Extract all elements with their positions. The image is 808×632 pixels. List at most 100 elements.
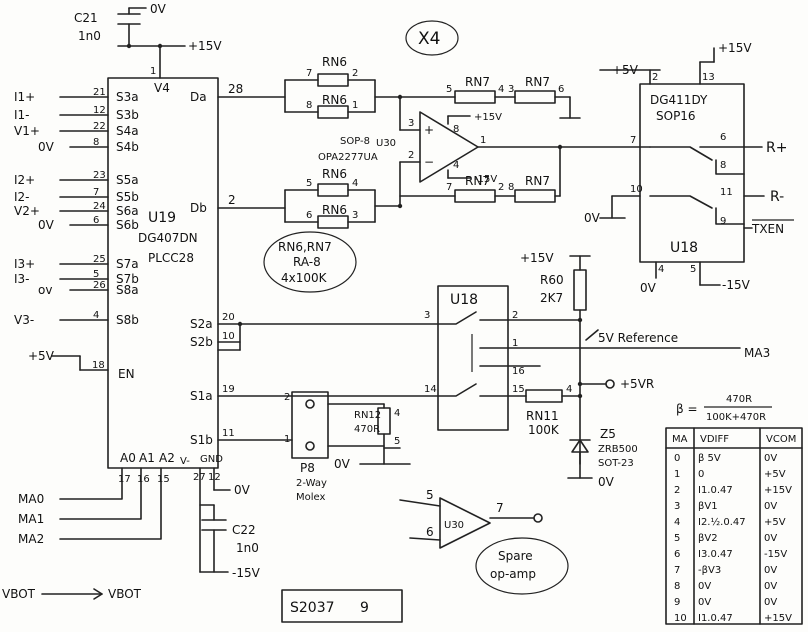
- opamp-sop8: SOP-8: [340, 136, 370, 147]
- u18-mid-pin-15: 15: [512, 384, 525, 395]
- u18-top-15v: +15V: [718, 41, 752, 55]
- u18-top-part: DG411DY: [650, 93, 708, 107]
- rn7-top-chain: RN7 RN7 5 4 3 6: [399, 75, 581, 119]
- rn6-pin-3: 3: [352, 210, 358, 221]
- u19-input-label: S3a: [116, 90, 139, 104]
- u19-input-label: S4b: [116, 140, 139, 154]
- spare-name: U30: [444, 520, 464, 531]
- rn-note-cloud: RN6,RN7 RA-8 4x100K: [263, 231, 357, 293]
- vbot-link: VBOT VBOT: [2, 587, 142, 601]
- u19-v4-label: V4: [154, 81, 170, 95]
- x4-label: X4: [418, 29, 440, 49]
- sheet-code: S2037: [290, 600, 335, 616]
- u18-top-name: U18: [670, 240, 698, 256]
- opamp-part: OPA2277UA: [318, 152, 378, 163]
- u19-gnd: GND: [200, 454, 223, 465]
- u19-address-pin: 15: [157, 474, 170, 485]
- u19-input-signal: V3-: [14, 313, 34, 327]
- table-cell: 5: [674, 533, 680, 544]
- ma0-label: MA0: [18, 492, 44, 506]
- table-cell: 8: [674, 581, 680, 592]
- rn7-pin-6: 6: [558, 84, 564, 95]
- u19-input-signal: 0V: [38, 218, 55, 232]
- table-cell: 0V: [764, 501, 777, 512]
- rn6-pin-6: 6: [306, 210, 312, 221]
- u19-input-pin: 21: [93, 87, 106, 98]
- p8-label: P8: [300, 461, 315, 475]
- u19-output-label: S2a: [190, 317, 213, 331]
- p8-desc-1: 2-Way: [296, 478, 327, 489]
- c21-capacitor: C21 1n0 0V +15V: [74, 2, 222, 53]
- table-header: VDIFF: [700, 434, 729, 445]
- u19-input-label: S7a: [116, 257, 139, 271]
- table-cell: 0: [674, 453, 680, 464]
- z5-label: Z5: [600, 427, 616, 441]
- table-cell: +15V: [764, 485, 792, 496]
- opamp-pin-2: 2: [408, 150, 414, 161]
- c22-value: 1n0: [236, 541, 259, 555]
- sheet-number: 9: [360, 600, 369, 616]
- beta-num: 470R: [726, 394, 752, 405]
- spare-pin-6: 6: [426, 525, 434, 539]
- u18-mid-switch: U18 20 3 2 19 14 15 1 16: [217, 285, 525, 431]
- rn6-b-top-label: RN6: [322, 167, 347, 181]
- en-pin: 18: [92, 360, 105, 371]
- sheet-code-box: S2037 9: [281, 589, 403, 623]
- rn7-pin-7: 7: [446, 182, 452, 193]
- rn7-d-label: RN7: [525, 174, 550, 188]
- rn7-pin-5: 5: [446, 84, 452, 95]
- u19-input-pin: 5: [93, 269, 99, 280]
- u18-top-pin-7: 7: [630, 135, 636, 146]
- c22-label: C22: [232, 523, 256, 537]
- p8-desc-2: Molex: [296, 492, 326, 503]
- u19-output-label: Db: [190, 201, 207, 215]
- u19-name: U19: [148, 210, 176, 226]
- table-cell: 10: [674, 613, 687, 624]
- table-cell: 4: [674, 517, 680, 528]
- opamp-vn: -15V: [474, 174, 497, 185]
- molex-0v: 0V: [334, 457, 351, 471]
- rn7-pin-4: 4: [498, 84, 504, 95]
- u19-input-label: S8b: [116, 313, 139, 327]
- rn7-c-label: RN7: [465, 174, 490, 188]
- u19-input-label: S3b: [116, 108, 139, 122]
- u19-input-pin: 23: [93, 170, 106, 181]
- u18-top-pkg: SOP16: [656, 109, 696, 123]
- u19-pkg: PLCC28: [148, 251, 194, 265]
- rn7-pin-3: 3: [508, 84, 514, 95]
- ref-label: 5V Reference: [598, 331, 678, 345]
- u19-v4-pin: 1: [150, 66, 156, 77]
- en-5v-label: +5V: [28, 349, 55, 363]
- table-cell: 3: [674, 501, 680, 512]
- rn6-mid-label: RN6: [322, 93, 347, 107]
- u18-top-bottom-0v: 0V: [640, 281, 657, 295]
- table-cell: +5V: [764, 517, 786, 528]
- rn7-pin-2: 2: [498, 182, 504, 193]
- u18-mid-pin-2: 2: [512, 310, 518, 321]
- opamp-u30: U30: [376, 138, 396, 149]
- u18-top-pin-13: 13: [702, 72, 715, 83]
- beta-den: 100K+470R: [706, 412, 766, 423]
- da-pin: 28: [228, 82, 243, 96]
- u19-input-pin: 4: [93, 310, 99, 321]
- u18-mid-pin-3: 3: [424, 310, 430, 321]
- u19-part: DG407DN: [138, 231, 198, 245]
- rn-note-2: RA-8: [293, 255, 321, 269]
- p5vr-label: +5VR: [620, 377, 654, 391]
- rn7-a-label: RN7: [465, 75, 490, 89]
- x4-cloud: X4: [405, 20, 459, 56]
- rn6-pin-8: 8: [306, 100, 312, 111]
- rn6-top-label: RN6: [322, 55, 347, 69]
- table-cell: +5V: [764, 469, 786, 480]
- s2a-pin: 20: [222, 312, 235, 323]
- u19-input-label: S5a: [116, 173, 139, 187]
- u19-output-label: S1b: [190, 433, 213, 447]
- beta-formula: β = 470R 100K+470R: [676, 394, 772, 423]
- s1a-pin: 19: [222, 384, 235, 395]
- table-cell: -βV3: [698, 565, 721, 576]
- r-minus-label: R-: [770, 189, 784, 205]
- top-15v-label: +15V: [188, 39, 222, 53]
